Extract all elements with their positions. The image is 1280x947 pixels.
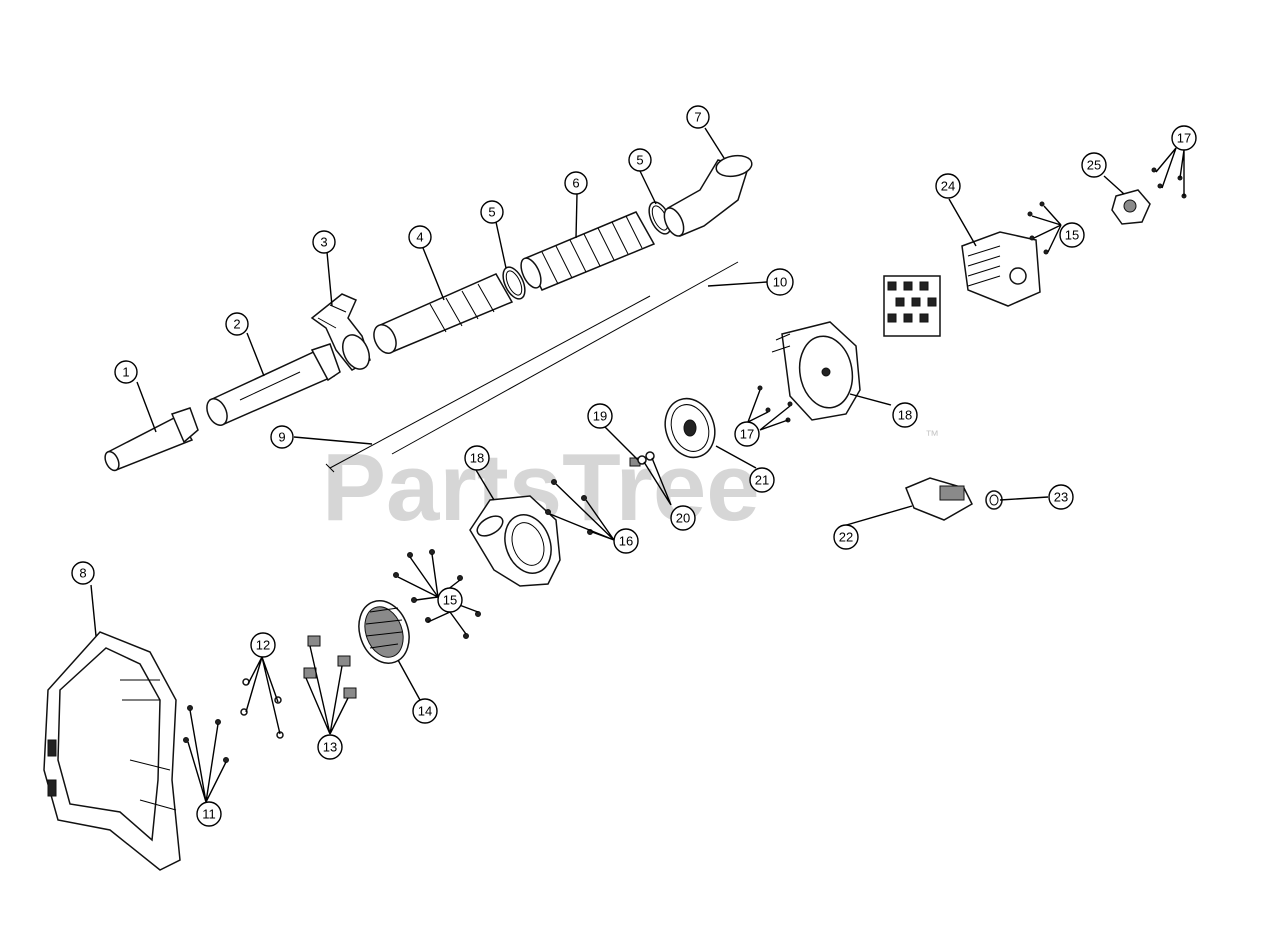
callout-14: 14 xyxy=(412,698,438,724)
part-9-rod xyxy=(325,295,651,473)
part-7-elbow xyxy=(663,154,753,237)
part-2-straight-tube xyxy=(206,343,341,426)
callout-24: 24 xyxy=(935,173,961,199)
part-4-tube xyxy=(373,273,514,354)
callout-4: 4 xyxy=(408,225,432,249)
svg-text:23: 23 xyxy=(1054,490,1068,505)
callout-23: 23 xyxy=(1048,484,1074,510)
part-25-cap xyxy=(1111,189,1151,225)
part-1-nozzle-tip xyxy=(104,407,199,472)
callout-11: 11 xyxy=(196,801,222,827)
svg-text:3: 3 xyxy=(320,235,327,250)
part-13-bushings xyxy=(303,635,357,699)
svg-text:18: 18 xyxy=(470,451,484,466)
svg-text:19: 19 xyxy=(593,409,607,424)
svg-text:7: 7 xyxy=(694,110,701,125)
svg-text:18: 18 xyxy=(898,408,912,423)
svg-text:14: 14 xyxy=(418,704,432,719)
svg-text:25: 25 xyxy=(1087,158,1101,173)
svg-text:4: 4 xyxy=(416,230,423,245)
svg-text:6: 6 xyxy=(572,176,579,191)
svg-text:5: 5 xyxy=(636,153,643,168)
svg-text:15: 15 xyxy=(1065,228,1079,243)
part-3-handle xyxy=(310,293,371,371)
svg-text:16: 16 xyxy=(619,534,633,549)
part-18-fan-housing-rear xyxy=(771,321,861,421)
part-24-cylinder xyxy=(961,231,1041,307)
watermark-trademark: ™ xyxy=(925,427,939,443)
callout-15-right: 15 xyxy=(1059,222,1085,248)
svg-text:8: 8 xyxy=(79,566,86,581)
callout-3: 3 xyxy=(312,230,336,254)
part-14-intake-screen xyxy=(358,600,410,664)
callout-17-right: 17 xyxy=(1171,125,1197,151)
svg-text:9: 9 xyxy=(278,430,285,445)
svg-text:21: 21 xyxy=(755,473,769,488)
svg-text:5: 5 xyxy=(488,205,495,220)
callout-5a: 5 xyxy=(480,200,504,224)
callout-12: 12 xyxy=(250,632,276,658)
part-10-rod xyxy=(391,261,739,455)
callout-25: 25 xyxy=(1081,152,1107,178)
callout-15-center: 15 xyxy=(437,587,463,613)
part-17-screws-center xyxy=(757,385,793,423)
svg-text:12: 12 xyxy=(256,638,270,653)
svg-text:22: 22 xyxy=(839,530,853,545)
svg-text:13: 13 xyxy=(323,740,337,755)
part-23-nut xyxy=(985,490,1003,510)
callout-13: 13 xyxy=(317,734,343,760)
part-12-washers xyxy=(240,678,284,739)
part-18-fan-housing-front xyxy=(469,495,561,587)
callout-18-front: 18 xyxy=(464,445,490,471)
part-15-screws-right xyxy=(1027,201,1049,255)
callout-22: 22 xyxy=(833,524,859,550)
svg-text:10: 10 xyxy=(773,275,787,290)
part-6-flex-hose xyxy=(520,211,656,291)
part-21-impeller xyxy=(664,397,716,459)
svg-text:17: 17 xyxy=(740,427,754,442)
callout-18-rear: 18 xyxy=(892,402,918,428)
svg-text:15: 15 xyxy=(443,593,457,608)
callout-5b: 5 xyxy=(628,148,652,172)
callout-21: 21 xyxy=(749,467,775,493)
callout-6: 6 xyxy=(564,171,588,195)
svg-text:17: 17 xyxy=(1177,131,1191,146)
svg-text:24: 24 xyxy=(941,179,955,194)
svg-text:1: 1 xyxy=(122,365,129,380)
callout-1: 1 xyxy=(114,360,138,384)
callout-20: 20 xyxy=(670,505,696,531)
engine-gasket-stack xyxy=(883,275,941,337)
callout-9: 9 xyxy=(270,425,294,449)
svg-text:2: 2 xyxy=(233,317,240,332)
callout-16: 16 xyxy=(613,528,639,554)
watermark: PartsTree ™ xyxy=(322,427,939,541)
callout-7: 7 xyxy=(686,105,710,129)
callout-10: 10 xyxy=(766,268,794,296)
callout-2: 2 xyxy=(225,312,249,336)
part-22-muffler xyxy=(905,477,973,521)
callout-19: 19 xyxy=(587,403,613,429)
callout-17-center: 17 xyxy=(734,421,760,447)
part-8-backpack-harness xyxy=(43,631,181,871)
callout-8: 8 xyxy=(71,561,95,585)
svg-text:11: 11 xyxy=(202,807,216,822)
svg-text:20: 20 xyxy=(676,511,690,526)
part-5-clamp-a xyxy=(502,266,526,300)
